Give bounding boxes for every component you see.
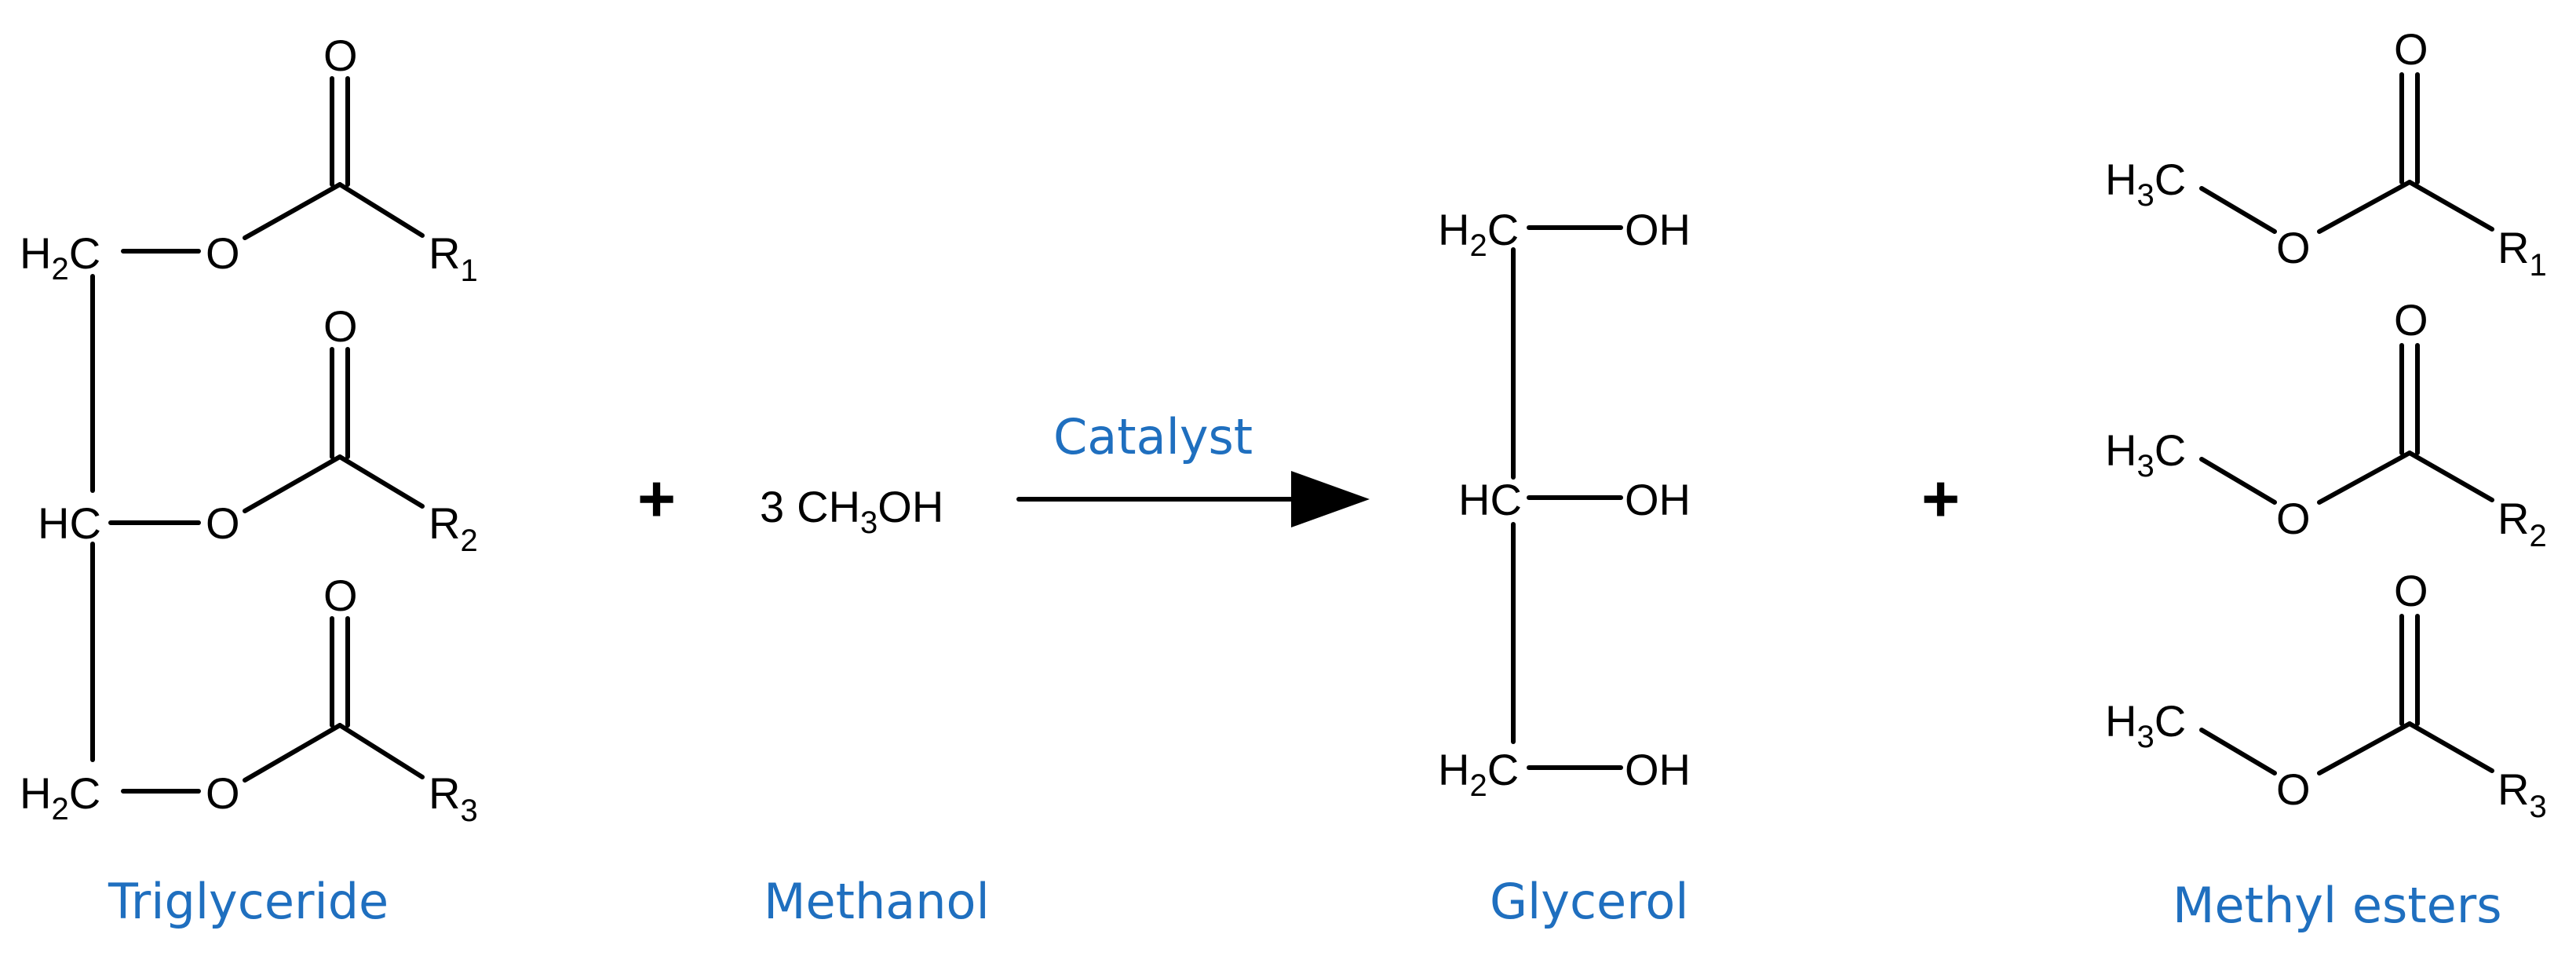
- r-group-2: R2: [429, 498, 478, 558]
- arrow-head: [1291, 471, 1370, 527]
- o-c-bond-me-3: [2317, 721, 2412, 775]
- carbonyl-oxygen-1: O: [323, 31, 358, 80]
- me-ester-oxygen-3: O: [2276, 764, 2311, 814]
- c-r-bond-me-3: [2407, 721, 2494, 773]
- plus-sign-left: +: [637, 462, 676, 535]
- ch3-o-bond-2: [2199, 457, 2277, 505]
- ester-oxygen-1: O: [206, 228, 240, 278]
- glycerol-oh-middle: OH: [1625, 475, 1691, 524]
- ester-oxygen-2: O: [206, 498, 240, 548]
- methanol-label: Methanol: [764, 873, 990, 930]
- methyl-group-3: H3C: [2105, 696, 2186, 754]
- me-r-group-1: R1: [2498, 223, 2547, 283]
- plus-sign-right: +: [1921, 462, 1960, 535]
- o-c-bond-me-1: [2317, 180, 2412, 234]
- methyl-group-2: H3C: [2105, 425, 2186, 483]
- me-carbonyl-oxygen-1: O: [2394, 24, 2428, 74]
- r-group-3: R3: [429, 768, 478, 828]
- carbonyl-oxygen-2: O: [323, 301, 358, 351]
- methyl-esters-structure: H3C O O R1 H3C O O R2 H3C O O R3: [2105, 24, 2547, 824]
- me-r-group-3: R3: [2498, 764, 2547, 824]
- catalyst-label: Catalyst: [1053, 408, 1253, 465]
- triglyceride-label: Triglyceride: [108, 873, 389, 930]
- ch2-group-3: H2C: [20, 768, 100, 826]
- glycerol-ch2-top: H2C: [1438, 205, 1519, 263]
- triglyceride-structure: H2C O O R1 HC O O R2 H2C O O R3: [20, 31, 478, 828]
- carbonyl-oxygen-3: O: [323, 571, 358, 620]
- me-carbonyl-oxygen-2: O: [2394, 295, 2428, 345]
- r-group-1: R1: [429, 228, 478, 288]
- reaction-arrow: [1016, 471, 1370, 527]
- me-carbonyl-oxygen-3: O: [2394, 566, 2428, 615]
- c-r-bond-me-1: [2407, 180, 2494, 232]
- me-ester-oxygen-2: O: [2276, 494, 2311, 543]
- glycerol-structure: H2C OH HC OH H2C OH: [1438, 205, 1691, 803]
- o-c-bond-2: [243, 454, 342, 513]
- c-r-bond-2: [338, 454, 425, 509]
- ch-group: HC: [38, 498, 101, 548]
- glycerol-oh-top: OH: [1625, 205, 1691, 254]
- ch3-o-bond-1: [2199, 186, 2277, 234]
- c-r-bond-me-2: [2407, 451, 2494, 502]
- glycerol-ch2-bottom: H2C: [1438, 745, 1519, 803]
- ester-oxygen-3: O: [206, 768, 240, 818]
- c-r-bond-1: [338, 182, 425, 238]
- ch3-o-bond-3: [2199, 728, 2277, 775]
- ch2-group-1: H2C: [20, 228, 100, 286]
- methyl-esters-label: Methyl esters: [2173, 877, 2502, 934]
- o-c-bond-me-2: [2317, 451, 2412, 505]
- o-c-bond-3: [243, 723, 342, 783]
- me-ester-oxygen-1: O: [2276, 223, 2311, 272]
- c-r-bond-3: [338, 723, 425, 779]
- methyl-group-1: H3C: [2105, 155, 2186, 213]
- me-r-group-2: R2: [2498, 494, 2547, 553]
- glycerol-oh-bottom: OH: [1625, 745, 1691, 794]
- glycerol-ch-middle: HC: [1458, 475, 1522, 524]
- o-c-bond-1: [243, 182, 342, 240]
- glycerol-label: Glycerol: [1490, 873, 1688, 930]
